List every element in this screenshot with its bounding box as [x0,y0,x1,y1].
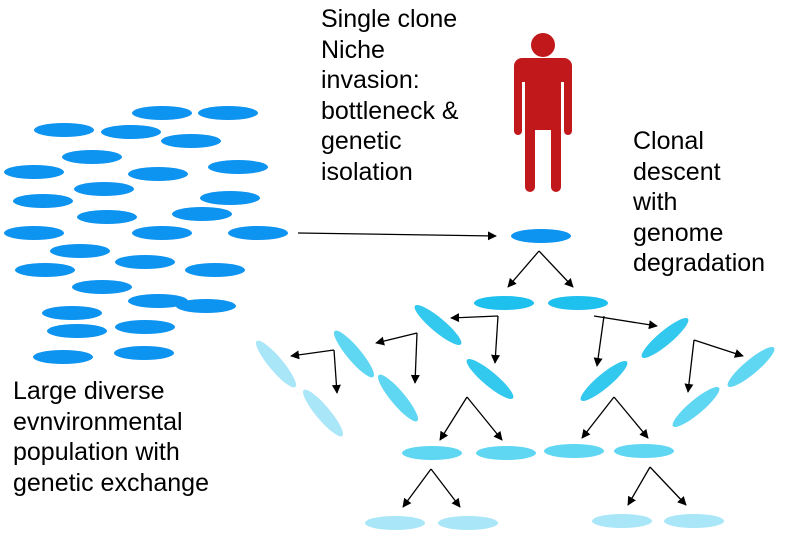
descent-arrow [410,332,420,384]
descent-arrow [593,315,605,367]
descent-arrow [375,332,418,346]
population-cell [15,263,75,277]
population-cell [132,106,192,120]
population-cell [72,280,132,294]
descent-arrow [627,466,651,506]
generation-4-cell [664,514,724,528]
population-cell [47,324,107,338]
descent-arrow [331,349,341,394]
invasion-label-line: bottleneck & [321,96,459,125]
population-label: Large diverse evnvironmental population … [13,376,209,498]
generation-2-cell [466,358,514,400]
generation-3-cell [614,444,674,458]
descent-arrow [402,468,432,508]
generation-3-cell [544,444,604,458]
generation-4-cell [255,340,297,388]
population-cell [128,294,188,308]
generation-2-cell [414,304,462,346]
generation-4-cell [365,516,425,530]
generation-4-cell [302,389,344,437]
population-cell [228,226,288,240]
invasion-label-line: genetic [321,127,402,155]
diverse-population-cells [4,106,288,364]
descent-label-line: genome [633,218,724,247]
descent-label-line: with [633,188,678,216]
invasion-label-line: invasion: [321,66,420,94]
generation-3-cell [402,446,462,460]
population-cell [34,123,94,137]
population-cell [33,350,93,364]
generation-4-cell [592,514,652,528]
founder-clone-cell [511,229,571,243]
population-cell [62,150,122,164]
descent-arrow [581,396,615,439]
population-cell [42,306,102,320]
population-cell [114,346,174,360]
descent-arrow [430,468,461,508]
generation-3-cell [377,374,419,422]
descent-label-line: descent [633,157,721,186]
invasion-arrow [297,231,497,241]
human-figure-icon [514,33,572,192]
descent-arrow [507,250,540,288]
invasion-label-line: Single clone [321,5,458,33]
descent-arrow [491,315,501,364]
descent-arrow [538,250,574,288]
population-label-line: population with [13,438,180,466]
generation-2-cell [580,360,628,402]
generation-3-cell [727,346,775,388]
descent-arrow [693,339,744,358]
descent-label: Clonal descent with genome degradation [633,126,765,279]
generation-4-cell [438,516,498,530]
population-label-line: genetic exchange [13,468,209,497]
generation-1-cell [474,296,534,310]
descent-arrows [290,231,744,508]
descent-arrow [684,339,695,393]
population-cell [176,299,236,313]
descent-arrow [450,313,499,323]
invasion-label: Single clone Niche invasion: bottleneck … [321,4,459,187]
invasion-label-line: isolation [321,157,413,186]
population-cell [172,207,232,221]
population-cell [4,226,64,240]
population-cell [132,226,192,240]
population-cell [50,244,110,258]
population-label-line: evnvironmental [13,407,183,436]
population-cell [208,160,268,174]
descent-label-line: Clonal [633,127,704,155]
generation-3-cell [476,446,536,460]
population-label-line: Large diverse [13,377,165,405]
population-cell [4,165,64,179]
descent-arrow [649,466,687,506]
population-cell [198,106,258,120]
descent-arrow [613,396,649,439]
descent-arrow [593,315,658,330]
population-cell [77,210,137,224]
clonal-lineage-cells [255,229,775,530]
population-cell [161,134,221,148]
population-cell [115,320,175,334]
population-cell [128,167,188,181]
population-cell [13,194,73,208]
population-cell [200,191,260,205]
generation-1-cell [548,296,608,310]
descent-arrow [439,396,468,441]
population-cell [101,125,161,139]
generation-3-cell [672,386,720,428]
population-cell [115,255,175,269]
generation-3-cell [333,330,375,378]
descent-label-line: degradation [633,249,766,277]
generation-2-cell [641,317,689,359]
descent-arrow [466,396,503,441]
population-cell [74,182,134,196]
descent-arrow [290,349,335,360]
invasion-label-line: Niche [321,35,385,64]
population-cell [185,263,245,277]
